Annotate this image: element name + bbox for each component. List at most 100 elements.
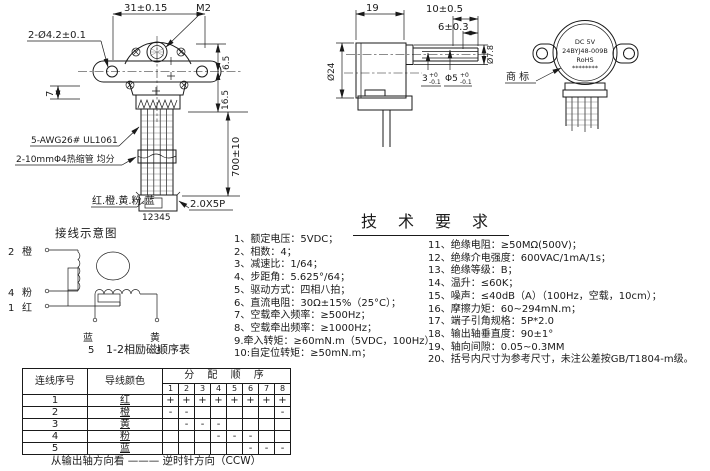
svg-text:黄: 黄 bbox=[150, 331, 160, 344]
label-wire-colors: 红.橙.黄.粉.蓝 bbox=[91, 194, 155, 208]
step-number: 5 bbox=[226, 383, 243, 395]
heat-shrink-band bbox=[137, 149, 177, 164]
terminal-4-pink: 4 粉 bbox=[8, 286, 50, 299]
connector-side bbox=[357, 89, 413, 147]
svg-text:+0: +0 bbox=[460, 72, 469, 79]
svg-text:2.0X5P: 2.0X5P bbox=[190, 199, 225, 210]
svg-text:粉: 粉 bbox=[22, 286, 32, 299]
svg-text:Ø7.8: Ø7.8 bbox=[485, 45, 495, 64]
tech-item: 10:自定位转矩：≥50mN.m； bbox=[234, 348, 372, 360]
nameplate-rohs: RoHS bbox=[576, 56, 593, 64]
col-header-wire-color: 导线颜色 bbox=[87, 368, 163, 395]
dim-31: 31±0.15 bbox=[112, 3, 206, 60]
label-shaft-dia: Φ5 +0 -0.1 bbox=[444, 49, 472, 87]
weld-marks bbox=[125, 47, 189, 90]
svg-text:-0.1: -0.1 bbox=[460, 79, 472, 86]
nameplate-stars: ******** bbox=[572, 64, 599, 72]
motor-side-outline bbox=[344, 42, 488, 147]
tech-requirements-right-column: 11、绝缘电阻：≥50MΩ(500V)； 12、绝缘介电强度：600VAC/1m… bbox=[428, 240, 694, 367]
wire-bundle-face bbox=[565, 97, 599, 132]
svg-text:Ø24: Ø24 bbox=[326, 62, 337, 81]
motor-front-outline bbox=[78, 36, 243, 122]
svg-text:6.5: 6.5 bbox=[222, 56, 232, 70]
tech-item: 18、输出轴垂直度：90±1° bbox=[428, 328, 554, 340]
svg-text:+0: +0 bbox=[429, 72, 438, 79]
step-number: 2 bbox=[178, 383, 195, 395]
label-m2: M2 bbox=[165, 3, 211, 48]
svg-text:5-AWG26# UL1061: 5-AWG26# UL1061 bbox=[31, 136, 118, 146]
svg-text:31±0.15: 31±0.15 bbox=[124, 3, 167, 14]
face-view-drawing: DC 5V 24BYJ48-009B RoHS ******** 商 标 bbox=[505, 20, 639, 132]
svg-text:蓝: 蓝 bbox=[83, 332, 93, 344]
dim-6: 6±0.3 bbox=[438, 22, 479, 49]
svg-text:Φ5: Φ5 bbox=[445, 74, 458, 84]
svg-text:-0.1: -0.1 bbox=[429, 79, 441, 86]
step-number: 6 bbox=[242, 383, 259, 395]
col-header-wire-no: 连线序号 bbox=[22, 368, 88, 395]
center-marks bbox=[152, 57, 175, 95]
svg-text:6±0.3: 6±0.3 bbox=[438, 22, 469, 33]
label-connector-pitch: 2.0X5P bbox=[178, 199, 233, 211]
svg-text:3: 3 bbox=[155, 346, 161, 357]
tech-item: 12、绝缘介电强度：600VAC/1mA/1s； bbox=[428, 252, 611, 264]
rotor-circle bbox=[96, 251, 130, 281]
svg-text:10±0.5: 10±0.5 bbox=[426, 4, 463, 15]
nameplate-text: DC 5V 24BYJ48-009B RoHS ******** bbox=[562, 38, 608, 72]
wiring-diagram-title: 接线示意图 bbox=[55, 226, 118, 240]
terminal-3-yellow: 黄 3 bbox=[150, 331, 161, 357]
ear-hole-right bbox=[623, 47, 635, 60]
svg-text:橙: 橙 bbox=[22, 245, 32, 258]
tech-item: 5、驱动方式：四相八拍； bbox=[234, 284, 351, 296]
tech-item: 3、减速比：1/64； bbox=[234, 259, 323, 271]
tech-item: 17、端子引角规格：5P*2.0 bbox=[428, 316, 555, 328]
svg-text:2-10mmΦ4热缩管 均分: 2-10mmΦ4热缩管 均分 bbox=[16, 153, 115, 165]
dim-19: 19 bbox=[355, 3, 405, 40]
tech-requirements-left-column: 1、额定电压：5VDC； 2、相数：4； 3、减速比：1/64； 4、步距角：5… bbox=[234, 234, 435, 361]
side-view-drawing: 19 10±0.5 6±0.3 Ø24 Ø7.8 3 +0 -0.1 bbox=[326, 3, 495, 147]
front-view-drawing: 12345 31±0.15 M2 2-Ø4.2±0.1 7 6.5 bbox=[15, 3, 248, 223]
svg-text:3: 3 bbox=[422, 74, 428, 84]
connector-front bbox=[135, 191, 181, 212]
svg-text:红.橙.黄.粉.蓝: 红.橙.黄.粉.蓝 bbox=[92, 194, 155, 207]
rotation-direction-note: 从输出轴方向看 ——— 逆时针方向（CCW） bbox=[50, 455, 262, 467]
svg-text:16.5: 16.5 bbox=[221, 90, 231, 110]
step-number: 8 bbox=[274, 383, 291, 395]
step-number: 7 bbox=[258, 383, 275, 395]
label-holes: 2-Ø4.2±0.1 bbox=[27, 29, 109, 68]
wiring-diagram: 2 橙 4 粉 1 红 蓝 bbox=[8, 245, 161, 357]
label-wire-spec: 5-AWG26# UL1061 bbox=[30, 126, 140, 147]
svg-text:2-Ø4.2±0.1: 2-Ø4.2±0.1 bbox=[28, 29, 86, 41]
ear-hole-left bbox=[536, 47, 548, 60]
dim-body-dia: Ø24 bbox=[326, 42, 354, 99]
tech-item: 16、摩擦力矩：60~294mN.m； bbox=[428, 303, 582, 315]
tech-item: 9.牵入转矩：≥60mN.m（5VDC，100Hz） bbox=[234, 335, 435, 347]
tech-item: 1、额定电压：5VDC； bbox=[234, 234, 339, 245]
pin-numbers-label: 12345 bbox=[142, 213, 171, 223]
coil-horizontal bbox=[92, 289, 160, 323]
tech-item: 2、相数：4； bbox=[234, 246, 297, 258]
step-number: 1 bbox=[162, 383, 179, 395]
step-number: 3 bbox=[194, 383, 211, 395]
svg-text:M2: M2 bbox=[196, 3, 211, 14]
svg-text:5: 5 bbox=[88, 345, 94, 356]
tech-item: 20、括号内尺寸为参考尺寸，未注公差按GB/T1804-m级。 bbox=[428, 354, 694, 366]
tech-item: 13、绝缘等级：B； bbox=[428, 265, 518, 277]
tech-item: 4、步距角：5.625°/64； bbox=[234, 272, 351, 284]
tech-item: 15、噪声：≤40dB（A）（100Hz，空载，10cm）； bbox=[428, 290, 662, 302]
tech-item: 6、直流电阻：30Ω±15%（25°C）； bbox=[234, 297, 402, 309]
terminal-1-red: 1 红 bbox=[8, 301, 50, 314]
tech-item: 7、空载牵入频率：≥500Hz； bbox=[234, 310, 371, 322]
svg-text:19: 19 bbox=[366, 3, 379, 14]
phase-sequence-table-title: 1-2相励磁顺序表 bbox=[106, 343, 190, 356]
label-trademark: 商 标 bbox=[505, 67, 562, 84]
svg-text:7: 7 bbox=[45, 91, 56, 97]
terminal-5-blue: 蓝 5 bbox=[83, 332, 94, 356]
svg-text:商 标: 商 标 bbox=[506, 70, 529, 83]
svg-text:700±10: 700±10 bbox=[231, 137, 242, 177]
svg-text:红: 红 bbox=[22, 301, 32, 314]
